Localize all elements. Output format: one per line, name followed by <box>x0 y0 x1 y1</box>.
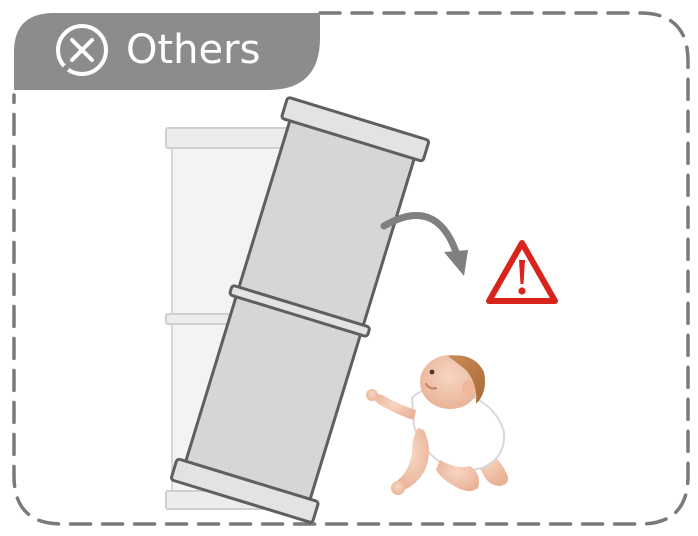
falling-arrow-icon <box>384 216 468 276</box>
category-label: Others <box>126 20 260 80</box>
warning-triangle-icon <box>489 243 555 301</box>
baby-crawling-icon <box>366 355 508 495</box>
